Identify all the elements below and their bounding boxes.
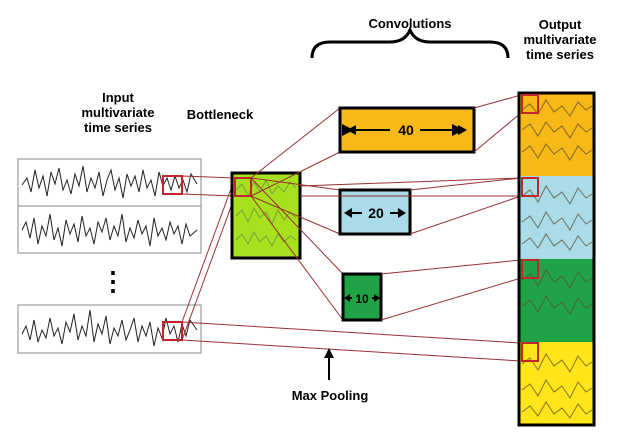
output-window-box-2 bbox=[521, 177, 539, 197]
input-label-line2: multivariate bbox=[81, 105, 155, 120]
input-label-line1: Input bbox=[102, 90, 134, 105]
output-segment-blue bbox=[519, 176, 594, 259]
convolutions-brace bbox=[310, 26, 510, 59]
filter-10-block bbox=[341, 272, 383, 322]
output-label-line3: time series bbox=[526, 47, 594, 62]
max-pooling-arrowhead bbox=[324, 348, 334, 358]
max-pooling-label: Max Pooling bbox=[291, 388, 369, 403]
output-segment-green bbox=[519, 259, 594, 342]
output-segment-yellow bbox=[519, 342, 594, 425]
input-window-box-1 bbox=[162, 175, 183, 195]
input-label: Input multivariate time series bbox=[58, 90, 178, 135]
output-label: Output multivariate time series bbox=[500, 17, 620, 62]
output-window-box-3 bbox=[521, 259, 539, 279]
input-series-panel-2 bbox=[17, 205, 202, 254]
input-to-bottleneck-links bbox=[181, 175, 236, 341]
input-series-panel-1 bbox=[17, 158, 202, 207]
output-label-line1: Output bbox=[538, 17, 582, 32]
filter-10-label: 10 bbox=[355, 292, 369, 306]
output-column-border bbox=[517, 91, 596, 427]
output-label-line2: multivariate bbox=[523, 32, 597, 47]
input-series-panel-n bbox=[17, 304, 202, 354]
filter-to-output-links bbox=[181, 94, 522, 362]
input-label-line3: time series bbox=[84, 120, 152, 135]
output-window-box-4 bbox=[521, 342, 539, 362]
output-segment-orange bbox=[519, 93, 594, 176]
filter-40-label: 40 bbox=[398, 122, 414, 138]
input-series-line-1 bbox=[21, 165, 198, 199]
filter-20-label: 20 bbox=[368, 205, 384, 221]
input-series-line-2 bbox=[21, 213, 198, 247]
filter-arrowheads bbox=[344, 125, 467, 302]
output-window-box-1 bbox=[521, 94, 539, 114]
bottleneck-window-box bbox=[234, 177, 252, 197]
convolutions-label: Convolutions bbox=[368, 16, 452, 31]
bottleneck-to-filter-links bbox=[250, 107, 344, 321]
bottleneck-label: Bottleneck bbox=[186, 107, 254, 122]
input-window-box-n bbox=[162, 321, 183, 341]
